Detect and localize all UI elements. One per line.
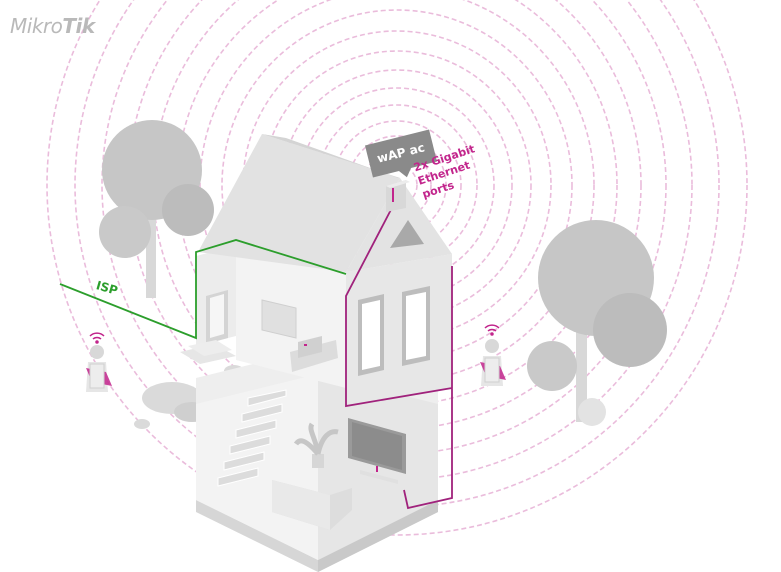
wifi-icon-right xyxy=(485,325,499,335)
wifi-icon-left xyxy=(90,333,104,343)
logo-text-bold: Tik xyxy=(62,14,94,38)
person-laptop-icon-right xyxy=(480,339,506,386)
mikrotik-logo: MikroTik xyxy=(10,14,95,38)
right-tree-icon xyxy=(527,220,667,426)
logo-text-regular: Mikro xyxy=(10,14,62,38)
